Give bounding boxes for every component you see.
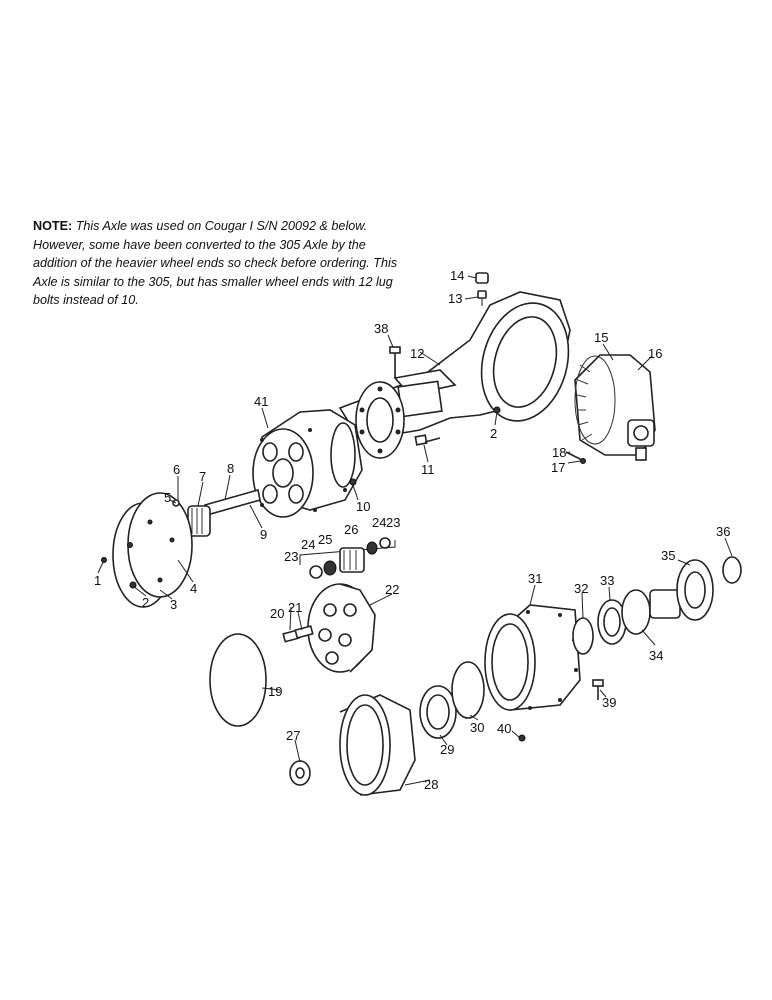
- callout-21: 21: [288, 600, 302, 615]
- wheel-bolt: [518, 679, 604, 742]
- callout-23-right: 23: [386, 515, 400, 530]
- callout-27: 27: [286, 728, 300, 743]
- planet-gear-set: [299, 537, 396, 579]
- bolt-11: [414, 434, 441, 446]
- bolts-17-18: [565, 451, 586, 464]
- callout-33: 33: [600, 573, 614, 588]
- callout-34: 34: [649, 648, 663, 663]
- callout-10: 10: [356, 499, 370, 514]
- callout-5: 5: [164, 490, 171, 505]
- callout-19: 19: [268, 684, 282, 699]
- snap-ring-19: [209, 633, 267, 727]
- note-body: This Axle was used on Cougar I S/N 20092…: [33, 219, 398, 307]
- spindle: [649, 556, 742, 621]
- callout-20: 20: [270, 606, 284, 621]
- callout-23: 23: [284, 549, 298, 564]
- callout-26: 26: [344, 522, 358, 537]
- callout-18: 18: [552, 445, 566, 460]
- planet-carrier: [307, 583, 376, 673]
- callout-30: 30: [470, 720, 484, 735]
- bolt-38: [389, 346, 401, 378]
- callout-28: 28: [424, 777, 438, 792]
- leader-lines: [97, 275, 733, 786]
- callout-36: 36: [716, 524, 730, 539]
- ring-gear: [289, 694, 416, 796]
- callout-15: 15: [594, 330, 608, 345]
- callout-40: 40: [497, 721, 511, 736]
- callout-25: 25: [318, 532, 332, 547]
- callout-7: 7: [199, 469, 206, 484]
- callout-38: 38: [374, 321, 388, 336]
- callout-13: 13: [448, 291, 462, 306]
- note-heading: NOTE:: [33, 219, 73, 233]
- callout-11: 11: [421, 462, 435, 477]
- carrier-pins: [282, 625, 314, 643]
- callout-32: 32: [574, 581, 588, 596]
- callout-22: 22: [385, 582, 399, 597]
- callout-12: 12: [410, 346, 424, 361]
- differential-carrier: [574, 354, 656, 461]
- callout-29: 29: [440, 742, 454, 757]
- callout-16: 16: [648, 346, 662, 361]
- callout-14: 14: [450, 268, 464, 283]
- callout-24-right: 24: [372, 515, 386, 530]
- callout-17: 17: [551, 460, 565, 475]
- callout-3: 3: [170, 597, 177, 612]
- axle-housing: [338, 291, 571, 459]
- callout-2: 2: [142, 595, 149, 610]
- callout-41: 41: [254, 394, 268, 409]
- callout-9: 9: [260, 527, 267, 542]
- callout-8: 8: [227, 461, 234, 476]
- note-text: NOTE: This Axle was used on Cougar I S/N…: [33, 217, 413, 310]
- outer-bearing-set: [572, 589, 651, 655]
- callout-4: 4: [190, 581, 197, 596]
- callout-6: 6: [173, 462, 180, 477]
- wheel-hub: [484, 604, 581, 711]
- callout-35: 35: [661, 548, 675, 563]
- callout-labels: 1 2 3 4 5 6 7 8 9 10 11 12 13 14 15 16 1…: [94, 268, 730, 792]
- axle-shaft: [187, 488, 261, 537]
- planetary-hub-41: [252, 409, 363, 518]
- callout-2-upper: 2: [490, 426, 497, 441]
- callout-24: 24: [301, 537, 315, 552]
- breather-fittings: [475, 272, 489, 306]
- callout-39: 39: [602, 695, 616, 710]
- callout-1: 1: [94, 573, 101, 588]
- inner-bearing: [419, 661, 485, 739]
- callout-31: 31: [528, 571, 542, 586]
- hub-cover: [101, 492, 193, 608]
